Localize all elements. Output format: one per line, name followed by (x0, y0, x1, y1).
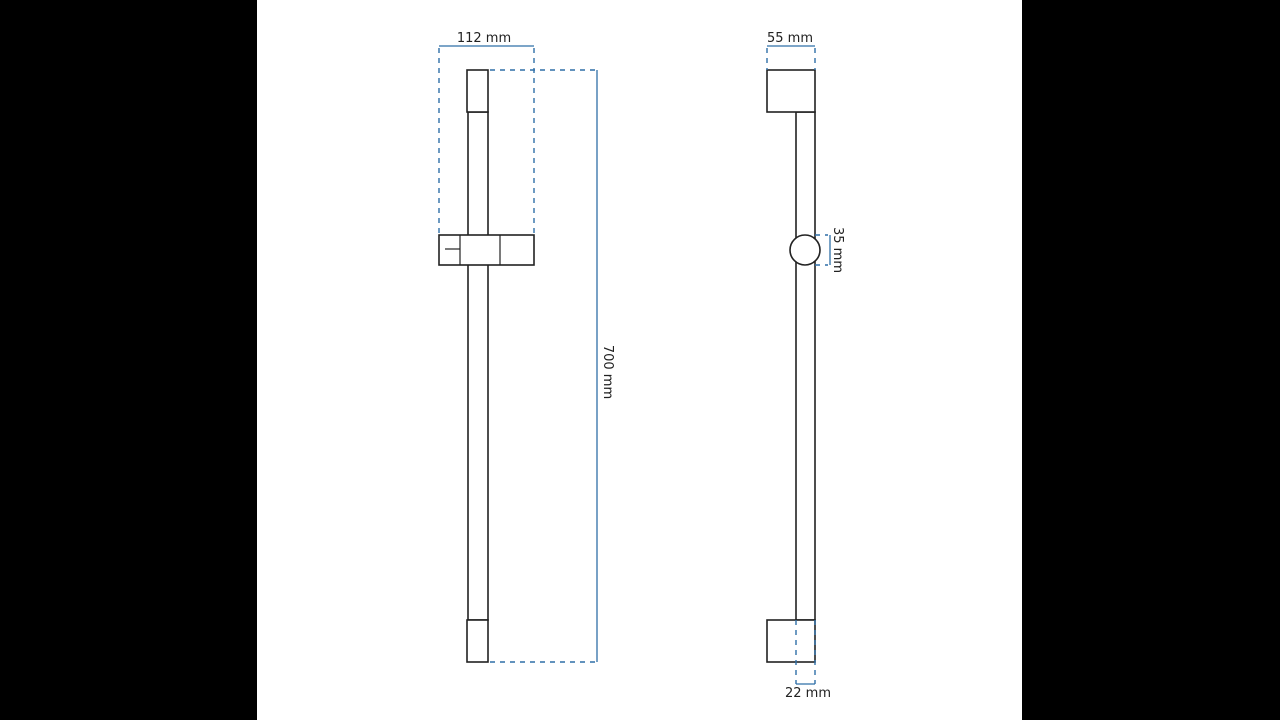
top-bracket (466, 69, 489, 113)
rod-label: 22 mm (785, 686, 831, 701)
rail-rod (467, 111, 489, 621)
slider (438, 234, 535, 266)
shower-holder (789, 234, 821, 266)
drawing-sheet (257, 0, 1022, 720)
front-view: 112 mm 700 mm (438, 31, 615, 663)
top-bracket (766, 69, 816, 113)
width-label: 112 mm (457, 31, 511, 46)
depth-label: 55 mm (767, 31, 813, 46)
bottom-bracket (766, 619, 816, 663)
bottom-bracket (466, 619, 489, 663)
rail-rod (795, 111, 816, 621)
height-label: 700 mm (600, 345, 615, 399)
holder-label: 35 mm (830, 227, 845, 273)
side-view: 55 mm 35 mm 22 mm (766, 31, 845, 701)
